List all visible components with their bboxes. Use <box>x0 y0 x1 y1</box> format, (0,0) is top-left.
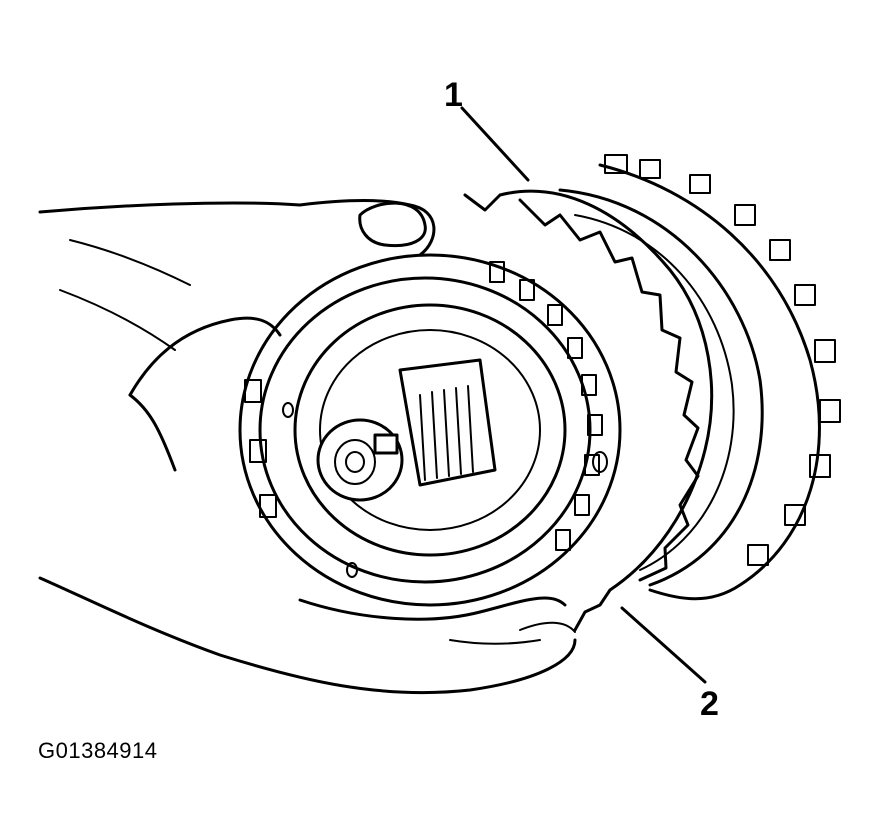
leader-line-1 <box>460 106 530 182</box>
front-clutch-plate <box>463 189 714 632</box>
clutch-plate-illustration <box>558 154 841 601</box>
callout-2: 2 <box>700 685 719 723</box>
hand-illustration <box>38 198 577 695</box>
callout-1: 1 <box>444 76 463 114</box>
figure-id: G01384914 <box>38 738 158 763</box>
leader-line-2 <box>620 606 707 684</box>
clutch-housing-illustration <box>238 253 622 607</box>
